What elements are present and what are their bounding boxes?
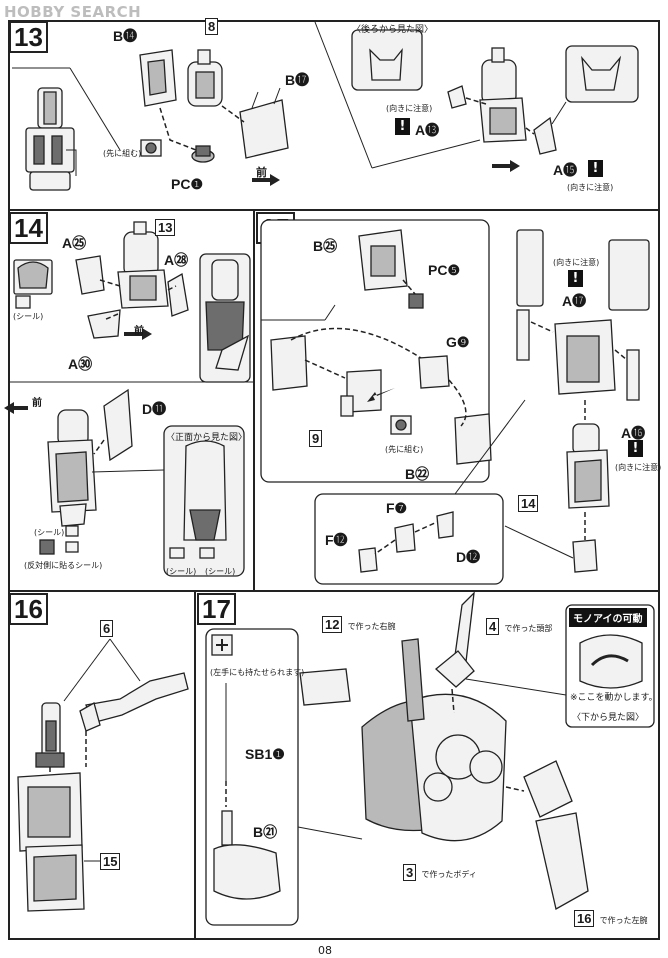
warning-icon: !	[568, 270, 583, 287]
step-14-label-front-2: 前	[32, 398, 42, 409]
step-14-leg	[117, 221, 169, 309]
step-14-label-d11: D⓫	[142, 401, 167, 417]
step-13-note-first-fit: (先に組む)	[103, 149, 142, 158]
step-15-label-f7: F❼	[386, 500, 408, 516]
step-15-label-g9: G❾	[446, 334, 470, 350]
step-14-note-front-view: 〈正面から見た図〉	[166, 433, 248, 443]
step-15-label-pce: PC❺	[428, 262, 460, 278]
step-15-label-b25: B㉕	[313, 238, 338, 254]
step-15-label-a17: A⓱	[562, 293, 587, 309]
step-14-label-a30: A㉚	[68, 356, 93, 372]
ref-text: で作った右腕	[347, 622, 396, 631]
step-14-label-a25: A㉕	[62, 235, 87, 251]
monoeye-callout-title: モノアイの可動	[569, 608, 647, 627]
ref-number: 3	[403, 864, 417, 881]
step-15-ref-14: 14	[518, 495, 539, 512]
ref-text: で作った頭部	[504, 624, 553, 633]
step-13-label-a13: A⓭	[415, 122, 440, 138]
step-15-label-b22: B㉒	[405, 466, 430, 482]
step-16-forearm	[17, 772, 85, 912]
warning-icon: !	[588, 160, 603, 177]
step-15-label-f12: F⓬	[325, 532, 348, 548]
step-17-ref-arm-right: 12 で作った右腕	[322, 614, 396, 633]
step-16-illustration	[17, 638, 189, 912]
step-14-illustration	[4, 221, 254, 577]
step-13-number: 13	[9, 21, 48, 53]
step-13-label-pcj: PC❶	[171, 176, 203, 192]
ref-text: で作ったボディ	[421, 870, 477, 879]
step-15-label-d12: D⓬	[456, 549, 481, 565]
step-15-illustration	[260, 219, 650, 585]
step-17-number: 17	[197, 593, 236, 625]
step-14-ref-13: 13	[155, 219, 176, 236]
step-17-body	[361, 693, 507, 842]
step-16-arm-upper	[35, 702, 65, 768]
warning-icon: !	[628, 440, 643, 457]
step-15-ref-9: 9	[309, 430, 323, 447]
part-pc-joint	[191, 145, 215, 163]
step-17-ref-head: 4 で作った頭部	[486, 616, 552, 635]
step-13-label-a15: A⓯	[553, 162, 578, 178]
divider-col16-17	[194, 591, 196, 939]
part-b14	[139, 49, 177, 107]
divider-top	[8, 20, 660, 22]
part-8-subassembly	[187, 49, 223, 107]
part-b17	[239, 87, 289, 159]
divider-left	[8, 20, 10, 940]
step-14-label-a28: A㉘	[164, 252, 189, 268]
divider-right	[658, 20, 660, 940]
divider-col14-15	[253, 210, 255, 591]
step-17-label-sb1: SB1❶	[245, 746, 285, 762]
step-13-note-orientation-2: (向きに注意)	[567, 183, 614, 192]
step-17-label-b21: B㉑	[253, 824, 278, 840]
step-15-note-orientation-1: (向きに注意)	[553, 258, 600, 267]
step-17-ref-arm-left: 16 で作った左腕	[574, 908, 648, 927]
step-15-hip-block	[554, 319, 616, 395]
step-13-illustration	[12, 21, 639, 191]
step-13-label-b17: B⓱	[285, 72, 310, 88]
step-14-lower-leg	[47, 409, 97, 527]
step-14-note-sticker-ku: (シール)	[205, 567, 236, 576]
step-15-note-orientation-2: (向きに注意)	[615, 463, 662, 472]
step-14-note-sticker-reverse: (反対側に貼るシール)	[24, 561, 103, 570]
step-15-note-first-fit: (先に組む)	[385, 445, 424, 454]
ref-number: 12	[322, 616, 343, 633]
step-17-ref-body: 3 で作ったボディ	[403, 862, 477, 881]
divider-row1	[8, 209, 660, 211]
ref-text: で作った左腕	[599, 916, 648, 925]
hobby-search-logo: HOBBY SEARCH	[4, 3, 141, 21]
step-14-note-sticker-a: (シール)	[34, 528, 65, 537]
step-17-note-move-here: ※ここを動かします。	[570, 693, 658, 703]
step-16-ref-6: 6	[100, 620, 114, 637]
warning-icon: !	[395, 118, 410, 135]
step-13-ref-8: 8	[205, 18, 219, 35]
page-number: 08	[318, 944, 332, 957]
divider-bottom	[8, 938, 660, 940]
step-14-number: 14	[9, 212, 48, 244]
step-13-label-front: 前	[256, 167, 267, 179]
step-15-leg	[566, 423, 610, 509]
step-13-note-from-back: 〈後ろから見た図〉	[352, 25, 434, 35]
step-16-number: 16	[9, 593, 48, 625]
ref-number: 16	[574, 910, 595, 927]
step-17-note-left-hand: (左手にも持たせられます)	[210, 668, 305, 677]
step-17-illustration	[205, 591, 655, 926]
step-14-note-sticker: (シール)	[13, 312, 44, 321]
step-14-label-front-1: 前	[134, 326, 144, 337]
ref-number: 4	[486, 618, 500, 635]
step-13-label-b14: B⓮	[113, 28, 138, 44]
step-17-note-from-below: 〈下から見た図〉	[572, 713, 645, 723]
divider-row2	[8, 590, 660, 592]
leg-with-armor	[479, 47, 527, 143]
step-15-label-a16: A⓰	[621, 425, 646, 441]
step-13-note-orientation-1: (向きに注意)	[386, 104, 433, 113]
logo-text: HOBBY SEARCH	[4, 3, 142, 21]
step-16-ref-15: 15	[100, 853, 121, 870]
step-14-note-sticker-ko: (シール)	[166, 567, 197, 576]
leg-assembled-view	[25, 87, 77, 191]
